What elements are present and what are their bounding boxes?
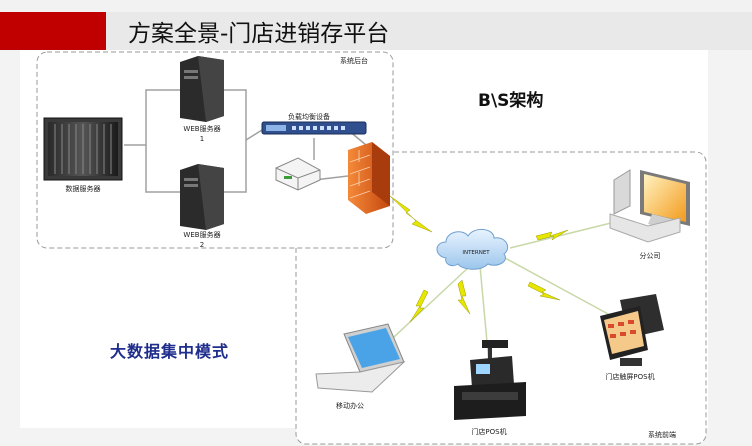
firewall-icon: [348, 142, 390, 214]
mode-label: 大数据集中模式: [110, 342, 229, 361]
router-icon: [275, 157, 321, 191]
backend-connection-lines: [124, 89, 373, 193]
laptop-icon: [315, 323, 406, 393]
web-server-1-label: WEB服务器: [183, 124, 220, 133]
header-bar: [0, 12, 752, 50]
data-server-icon: [43, 117, 123, 181]
web-server-2-label: WEB服务器: [183, 230, 220, 239]
store-pos-label: 门店POS机: [471, 427, 506, 436]
web-server-2-icon: [180, 164, 224, 230]
internet-label: INTERNET: [462, 250, 490, 256]
internet-cloud-icon: [436, 229, 509, 270]
load-balancer-label: 负载均衡设备: [288, 112, 330, 121]
backend-group-label: 系统后台: [340, 56, 368, 65]
page-title: 方案全景-门店进销存平台: [128, 21, 390, 47]
branch-office-pc-icon: [609, 169, 690, 243]
top-strip: [0, 0, 752, 12]
frontend-group-label: 系统前端: [648, 430, 676, 439]
backend-group-box: [36, 51, 394, 249]
load-balancer-icon: [261, 121, 367, 135]
branch-office-label: 分公司: [640, 251, 661, 260]
pos-register-icon: [454, 340, 526, 420]
wireless-link-icons: [389, 195, 569, 323]
web-server-1-number: 1: [200, 135, 204, 143]
title-accent-block: [0, 12, 106, 50]
touch-pos-label: 门店触屏POS机: [605, 372, 654, 381]
data-server-label: 数据服务器: [66, 184, 101, 193]
mobile-office-label: 移动办公: [336, 401, 364, 410]
touch-pos-icon: [600, 294, 664, 366]
web-server-2-number: 2: [200, 241, 204, 249]
web-server-1-icon: [180, 56, 224, 122]
architecture-label: B\S架构: [478, 90, 543, 111]
